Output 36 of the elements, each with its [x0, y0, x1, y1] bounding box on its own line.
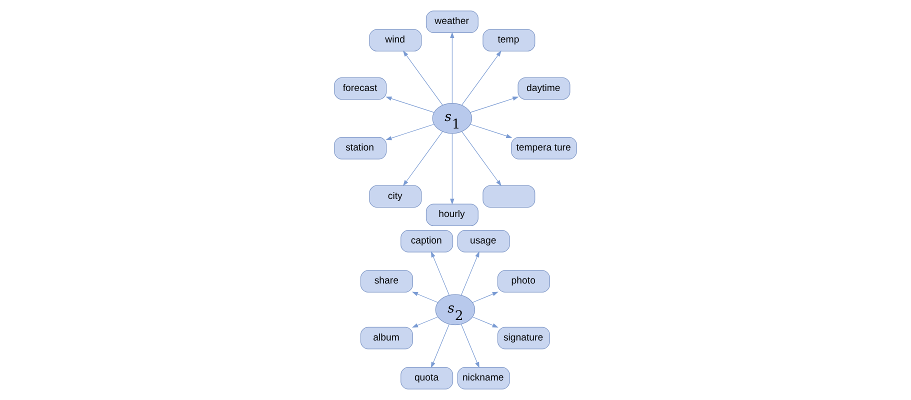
arrow	[460, 251, 480, 296]
node-box: wind	[369, 29, 422, 52]
arrow	[431, 251, 450, 296]
node-box: temp	[482, 29, 536, 52]
node-box: tempera ture	[511, 137, 577, 160]
node-box: signature	[497, 326, 550, 350]
arrow	[431, 324, 450, 368]
arrow	[472, 316, 498, 328]
node-box: nickname	[457, 367, 510, 390]
arrow	[450, 32, 454, 104]
node-box: daytime	[518, 77, 570, 100]
node-box: share	[360, 270, 413, 292]
node-box: album	[360, 326, 413, 350]
node-box: station	[334, 137, 387, 160]
arrow	[402, 50, 443, 106]
arrow	[386, 96, 434, 113]
node-box: photo	[497, 270, 550, 292]
node-box: city	[369, 185, 422, 208]
arrow	[462, 131, 502, 186]
node-box: forecast	[334, 77, 387, 100]
arrow	[472, 292, 498, 303]
arrow	[470, 124, 512, 138]
node-box: hourly	[426, 204, 478, 226]
arrow	[402, 131, 443, 186]
arrow	[450, 133, 454, 205]
arrow	[470, 96, 519, 113]
arrow	[460, 324, 480, 368]
node-box: quota	[400, 367, 454, 390]
node-box	[482, 185, 536, 208]
node-box: caption	[400, 230, 454, 252]
arrow	[386, 124, 434, 140]
arrow	[412, 292, 438, 303]
arrow	[462, 50, 502, 106]
arrow	[412, 316, 438, 328]
node-box: usage	[457, 230, 510, 252]
node-box: weather	[426, 10, 478, 33]
